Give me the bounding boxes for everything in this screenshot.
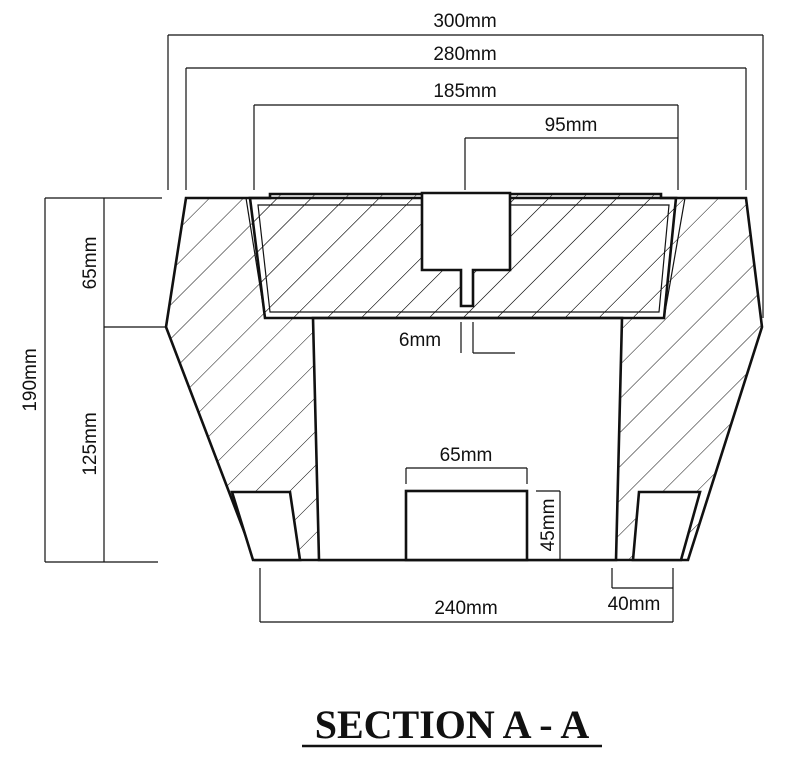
label-45: 45mm: [538, 499, 559, 552]
label-280: 280mm: [433, 44, 496, 65]
label-40: 40mm: [608, 594, 661, 615]
left-foot-recess: [230, 490, 302, 562]
label-95: 95mm: [545, 115, 598, 136]
label-65-vertical: 65mm: [80, 237, 101, 290]
lid-socket: [420, 191, 512, 308]
lid-inner-outline: [257, 204, 670, 313]
left-inner-wall: [245, 197, 266, 319]
right-foot-recess: [631, 490, 702, 562]
label-300: 300mm: [433, 11, 496, 32]
dim-65-vertical: [103, 198, 166, 328]
dim-65-opening: [405, 467, 528, 484]
dim-280: [185, 67, 747, 190]
dim-40: [611, 568, 673, 589]
dim-6: [460, 322, 515, 354]
label-125: 125mm: [80, 412, 101, 475]
dim-185: [253, 104, 679, 190]
label-65-opening: 65mm: [440, 445, 493, 466]
label-240: 240mm: [434, 598, 497, 619]
bottom-opening: [404, 489, 529, 562]
dim-300: [167, 34, 764, 318]
right-inner-wall: [663, 197, 686, 319]
section-title: SECTION A - A: [315, 702, 590, 747]
dim-95: [464, 137, 678, 190]
label-185: 185mm: [433, 81, 496, 102]
dim-240: [259, 568, 674, 623]
label-190: 190mm: [20, 348, 41, 411]
dim-45: [536, 490, 561, 560]
label-6: 6mm: [399, 330, 441, 351]
